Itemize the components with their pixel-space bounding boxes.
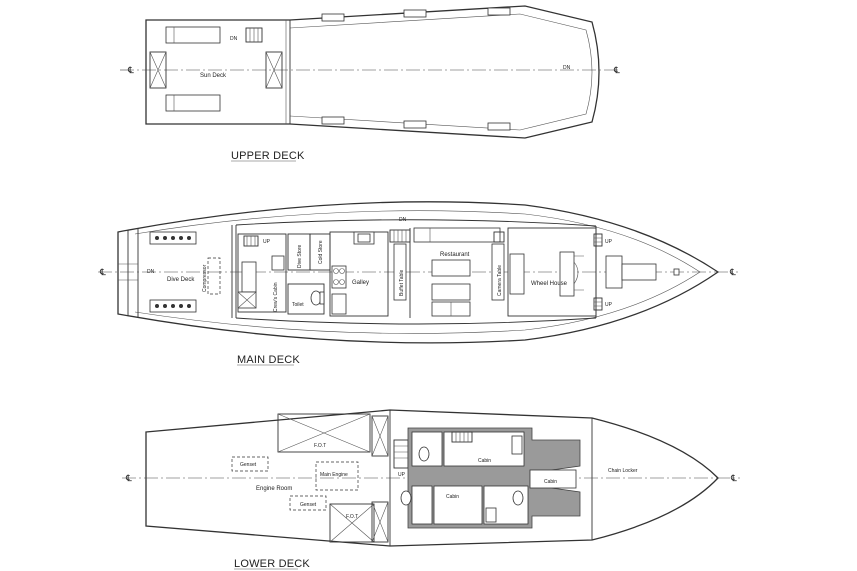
toilet-icon	[400, 490, 412, 506]
main-deck-dn-aft-label: DN	[147, 269, 155, 275]
lower-deck-main-engine-label: Main Engine	[320, 472, 348, 478]
main-deck-camera-table-label: Camera Table	[497, 265, 503, 296]
main-deck-compressor	[207, 257, 221, 295]
main-deck-windlass	[605, 255, 623, 289]
lower-deck-genset-2-label: Genset	[300, 502, 317, 508]
main-deck-dive-deck-label: Dive Deck	[167, 277, 195, 283]
main-deck-table	[431, 259, 471, 277]
stove-icon	[331, 265, 347, 289]
lower-deck-cabin-2	[433, 485, 483, 525]
upper-deck-dn-stairs-label: DN	[230, 36, 238, 42]
main-deck-wheel-house-label: Wheel House	[531, 281, 568, 287]
upper-deck-sunbed	[165, 26, 221, 44]
lower-deck-bathroom	[411, 485, 433, 525]
main-deck-table	[431, 283, 471, 301]
main-deck-buffet-table-label: Buffet Table	[399, 270, 405, 296]
main-deck-crews-cabin-label: Crew's Cabin	[273, 282, 279, 312]
lower-deck-corridor	[529, 469, 577, 489]
lower-deck-fot-bottom-label: F.O.T	[346, 514, 358, 520]
upper-deck-hatch	[265, 51, 283, 89]
main-deck-buffet-table	[393, 243, 407, 301]
lower-deck-centerline-symbol-aft: ℄	[125, 473, 132, 483]
lower-deck-cabin-1	[443, 431, 525, 467]
lower-deck-cabin-2-label: Cabin	[446, 494, 459, 500]
lower-deck-fot-top-label: F.O.T	[314, 443, 326, 449]
main-deck-title: MAIN DECK	[237, 354, 300, 366]
lower-deck-fot-bottom	[329, 503, 375, 543]
main-deck-crews-cabin	[237, 233, 287, 313]
toilet-icon	[310, 290, 322, 306]
lower-deck-genset-2	[289, 495, 327, 511]
upper-deck-inner-line	[289, 13, 593, 131]
main-deck-camera-table	[491, 243, 505, 301]
upper-deck-title: UPPER DECK	[231, 150, 305, 162]
lower-deck-genset-1	[231, 456, 269, 472]
upper-deck-sun-deck-label: Sun Deck	[200, 73, 227, 79]
main-deck: ℄ ℄ Compressor Dive Deck DN UP Crew's Ca…	[98, 201, 738, 366]
main-deck-restaurant-counter	[413, 227, 501, 243]
lower-deck-fot-top	[277, 413, 371, 453]
main-deck-centerline-symbol-aft: ℄	[99, 267, 106, 277]
lower-deck-centerline-symbol-bow: ℄	[730, 473, 737, 483]
lower-deck-engine-room-label: Engine Room	[256, 486, 292, 492]
main-deck-up-stbd-label: UP	[605, 302, 613, 308]
lower-deck-cabin-1-label: Cabin	[478, 458, 491, 464]
main-deck-dn-rest-label: DN	[399, 217, 407, 223]
upper-deck-hull	[145, 5, 600, 139]
upper-deck-dn-bow-label: DN	[563, 65, 571, 71]
main-deck-galley-label: Galley	[352, 280, 369, 286]
main-deck-up-port-label: UP	[605, 239, 613, 245]
upper-deck-sunbed	[165, 94, 221, 112]
lower-deck-chain-locker-label: Chain Locker	[608, 468, 638, 474]
lower-deck: ℄ ℄ F.O.T F.O.T Genset Genset Main Engin…	[122, 409, 740, 570]
toilet-icon	[418, 446, 430, 462]
main-deck-centerline-symbol-bow: ℄	[729, 267, 736, 277]
main-deck-toilet-label: Toilet	[292, 302, 304, 308]
toilet-icon	[512, 490, 524, 506]
lower-deck-up-label: UP	[398, 472, 406, 478]
main-deck-up-crew-label: UP	[263, 239, 271, 245]
lower-deck-title: LOWER DECK	[234, 558, 310, 570]
upper-deck-centerline-symbol-aft: ℄	[127, 65, 134, 75]
upper-deck: ℄ ℄ DN DN Sun Deck UPPER DECK	[120, 5, 620, 162]
main-deck-cold-store-label: Cold Store	[318, 240, 324, 264]
main-deck-compressor-label: Compressor	[202, 264, 208, 292]
main-deck-restaurant-label: Restaurant	[440, 252, 470, 258]
upper-deck-centerline-symbol-bow: ℄	[613, 65, 620, 75]
lower-deck-cabin-3-label: Cabin	[544, 479, 557, 485]
lower-deck-genset-1-label: Genset	[240, 462, 257, 468]
main-deck-dive-store-label: Dive Store	[297, 244, 303, 268]
lower-deck-main-engine	[315, 461, 359, 491]
main-deck-wheel-house	[507, 227, 597, 317]
upper-deck-hatch	[149, 51, 167, 89]
